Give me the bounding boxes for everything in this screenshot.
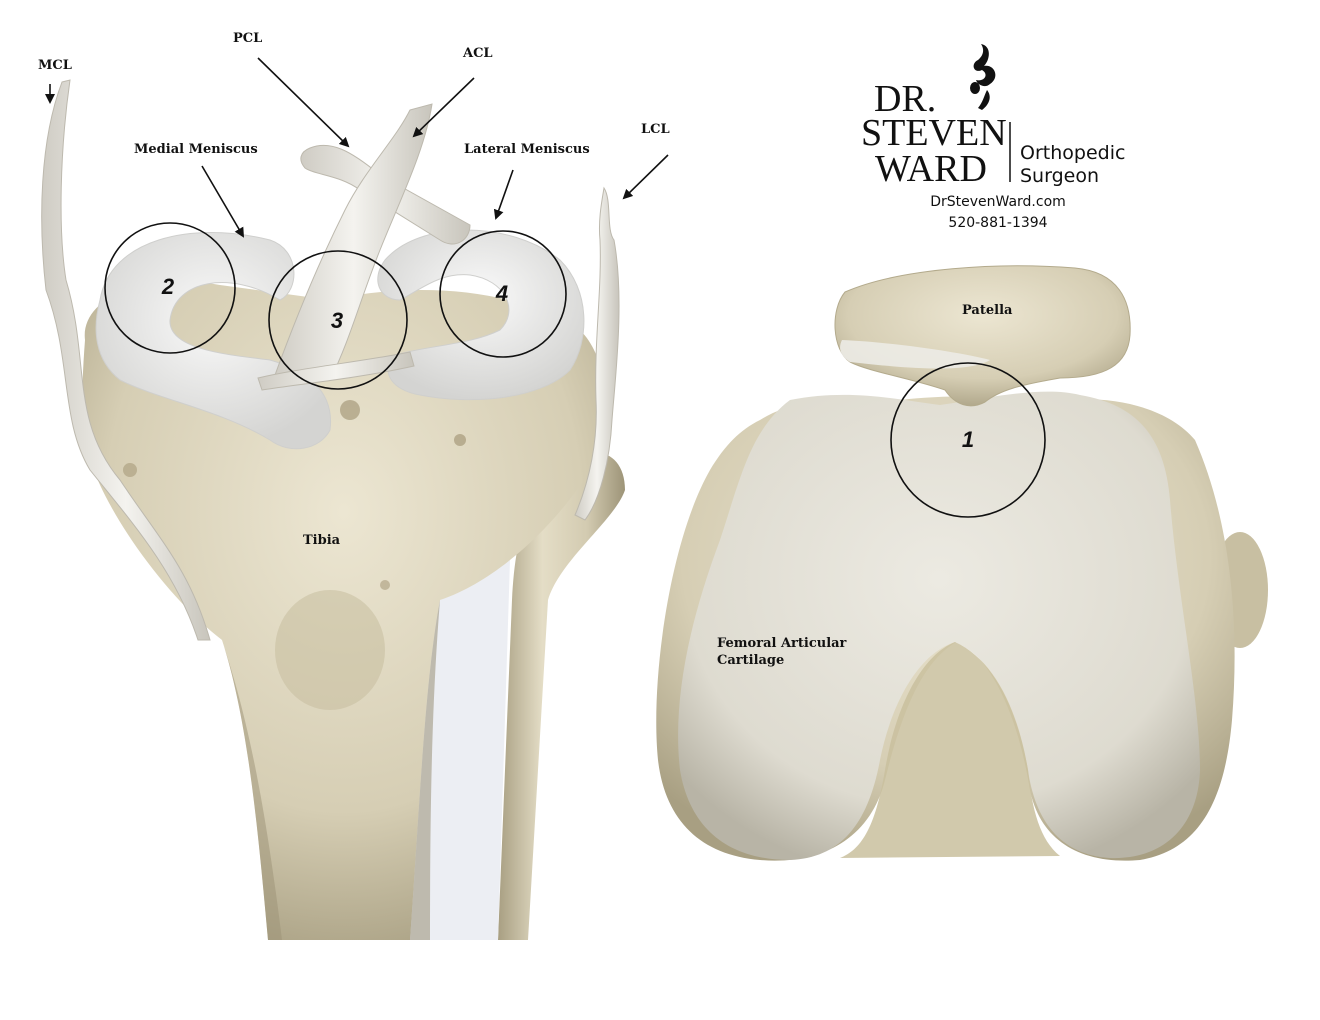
zone-number-2: 2 <box>161 274 175 299</box>
femoral-cartilage <box>678 391 1200 860</box>
label-pcl: PCL <box>233 31 263 46</box>
zone-circle-3 <box>268 250 408 390</box>
logo-title-surgeon: Surgeon <box>1020 165 1099 187</box>
label-tibia: Tibia <box>303 533 341 548</box>
logo-mark <box>970 44 1011 182</box>
lcl-ligament <box>574 186 620 521</box>
fibula-bone <box>498 452 625 940</box>
patella-bone <box>834 265 1131 407</box>
zone-circle-1 <box>890 362 1046 518</box>
lcl-arrow <box>622 154 669 200</box>
zone-circle-2 <box>104 222 236 354</box>
medial-meniscus <box>95 232 332 450</box>
zone-circle-4 <box>439 230 567 358</box>
logo-website: DrStevenWard.com <box>930 194 1066 210</box>
zone-circles <box>104 222 1046 518</box>
label-mcl: MCL <box>38 58 72 73</box>
zone-number-1: 1 <box>961 427 975 452</box>
label-medial-meniscus: Medial Meniscus <box>134 142 258 157</box>
pcl-arrow <box>257 57 350 148</box>
label-cartilage: Cartilage <box>717 653 785 668</box>
femur-illustration <box>656 265 1268 861</box>
logo-dr: DR. <box>874 78 937 120</box>
tibia-illustration <box>41 79 625 940</box>
label-acl: ACL <box>463 46 493 61</box>
logo-steven: STEVEN <box>861 112 1007 154</box>
medial-meniscus-arrow <box>201 165 245 238</box>
label-femoral-articular: Femoral Articular <box>717 636 847 651</box>
lateral-meniscus-arrow <box>493 169 514 220</box>
logo-title-orthopedic: Orthopedic <box>1020 142 1126 164</box>
mcl-ligament <box>41 79 211 641</box>
zone-number-3: 3 <box>330 308 344 333</box>
lateral-meniscus <box>377 229 585 401</box>
logo-figure-icon <box>973 44 996 87</box>
acl-arrow <box>412 77 475 138</box>
label-lateral-meniscus: Lateral Meniscus <box>464 142 590 157</box>
logo-phone: 520-881-1394 <box>948 215 1048 231</box>
zone-number-4: 4 <box>495 281 509 306</box>
label-arrows <box>45 57 669 238</box>
label-patella: Patella <box>962 303 1013 318</box>
logo-ward: WARD <box>875 148 987 190</box>
label-lcl: LCL <box>641 122 670 137</box>
